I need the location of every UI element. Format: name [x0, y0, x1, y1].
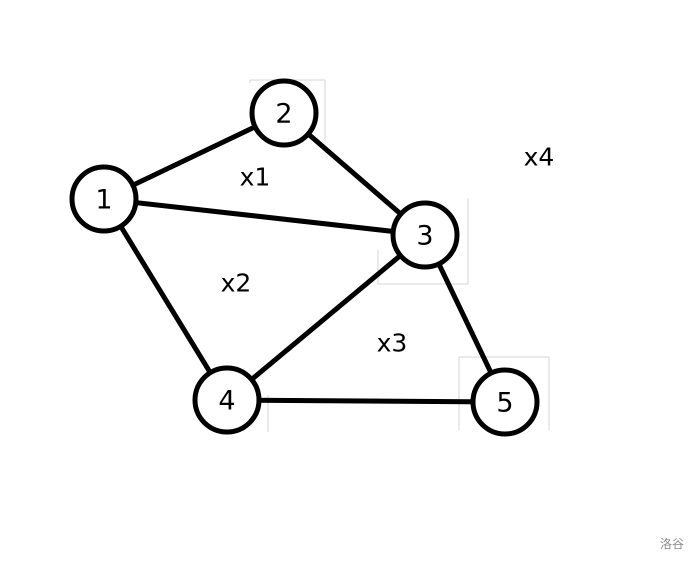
node-5: 5: [470, 367, 540, 437]
edge-1-3: [101, 196, 428, 238]
guide-lines-node-3: [377, 198, 469, 285]
node-circle: [390, 200, 460, 270]
region-label-x2: x2: [221, 269, 252, 298]
nodes: 1 2 3 4 5: [69, 78, 540, 437]
region-label-x4: x4: [524, 143, 555, 172]
node-label: 5: [496, 388, 513, 419]
node-label: 1: [95, 185, 112, 216]
node-4: 4: [192, 365, 262, 435]
regions: x1 x2 x3 x4: [221, 143, 555, 358]
region-label-x3: x3: [377, 329, 408, 358]
node-circle: [470, 367, 540, 437]
node-circle: [192, 365, 262, 435]
node-label: 4: [218, 386, 235, 417]
node-2: 2: [249, 78, 319, 148]
edge-3-4: [224, 232, 428, 403]
guide-lines-node-5: [458, 356, 550, 430]
node-circle: [249, 78, 319, 148]
node-label: 3: [416, 221, 433, 252]
watermark: 洛谷: [659, 537, 684, 551]
node-3: 3: [390, 200, 460, 270]
node-label: 2: [275, 99, 292, 130]
edge-4-5: [224, 397, 508, 405]
node-circle: [69, 164, 139, 234]
edge-1-4: [101, 196, 230, 403]
region-label-x1: x1: [240, 163, 271, 192]
node-1: 1: [69, 164, 139, 234]
